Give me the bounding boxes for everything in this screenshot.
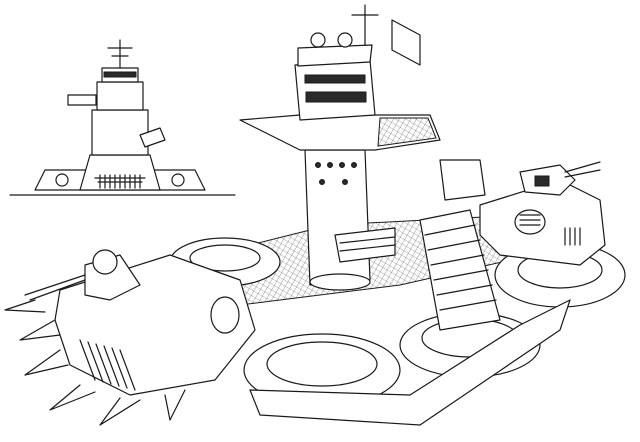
main-view-drawing bbox=[4, 4, 626, 426]
bow-spikes bbox=[4, 299, 186, 426]
front-view-drawing bbox=[9, 39, 236, 196]
portholes bbox=[315, 162, 357, 185]
front-grille bbox=[99, 174, 141, 189]
stairs bbox=[419, 209, 501, 331]
front-grille-main bbox=[79, 339, 136, 391]
